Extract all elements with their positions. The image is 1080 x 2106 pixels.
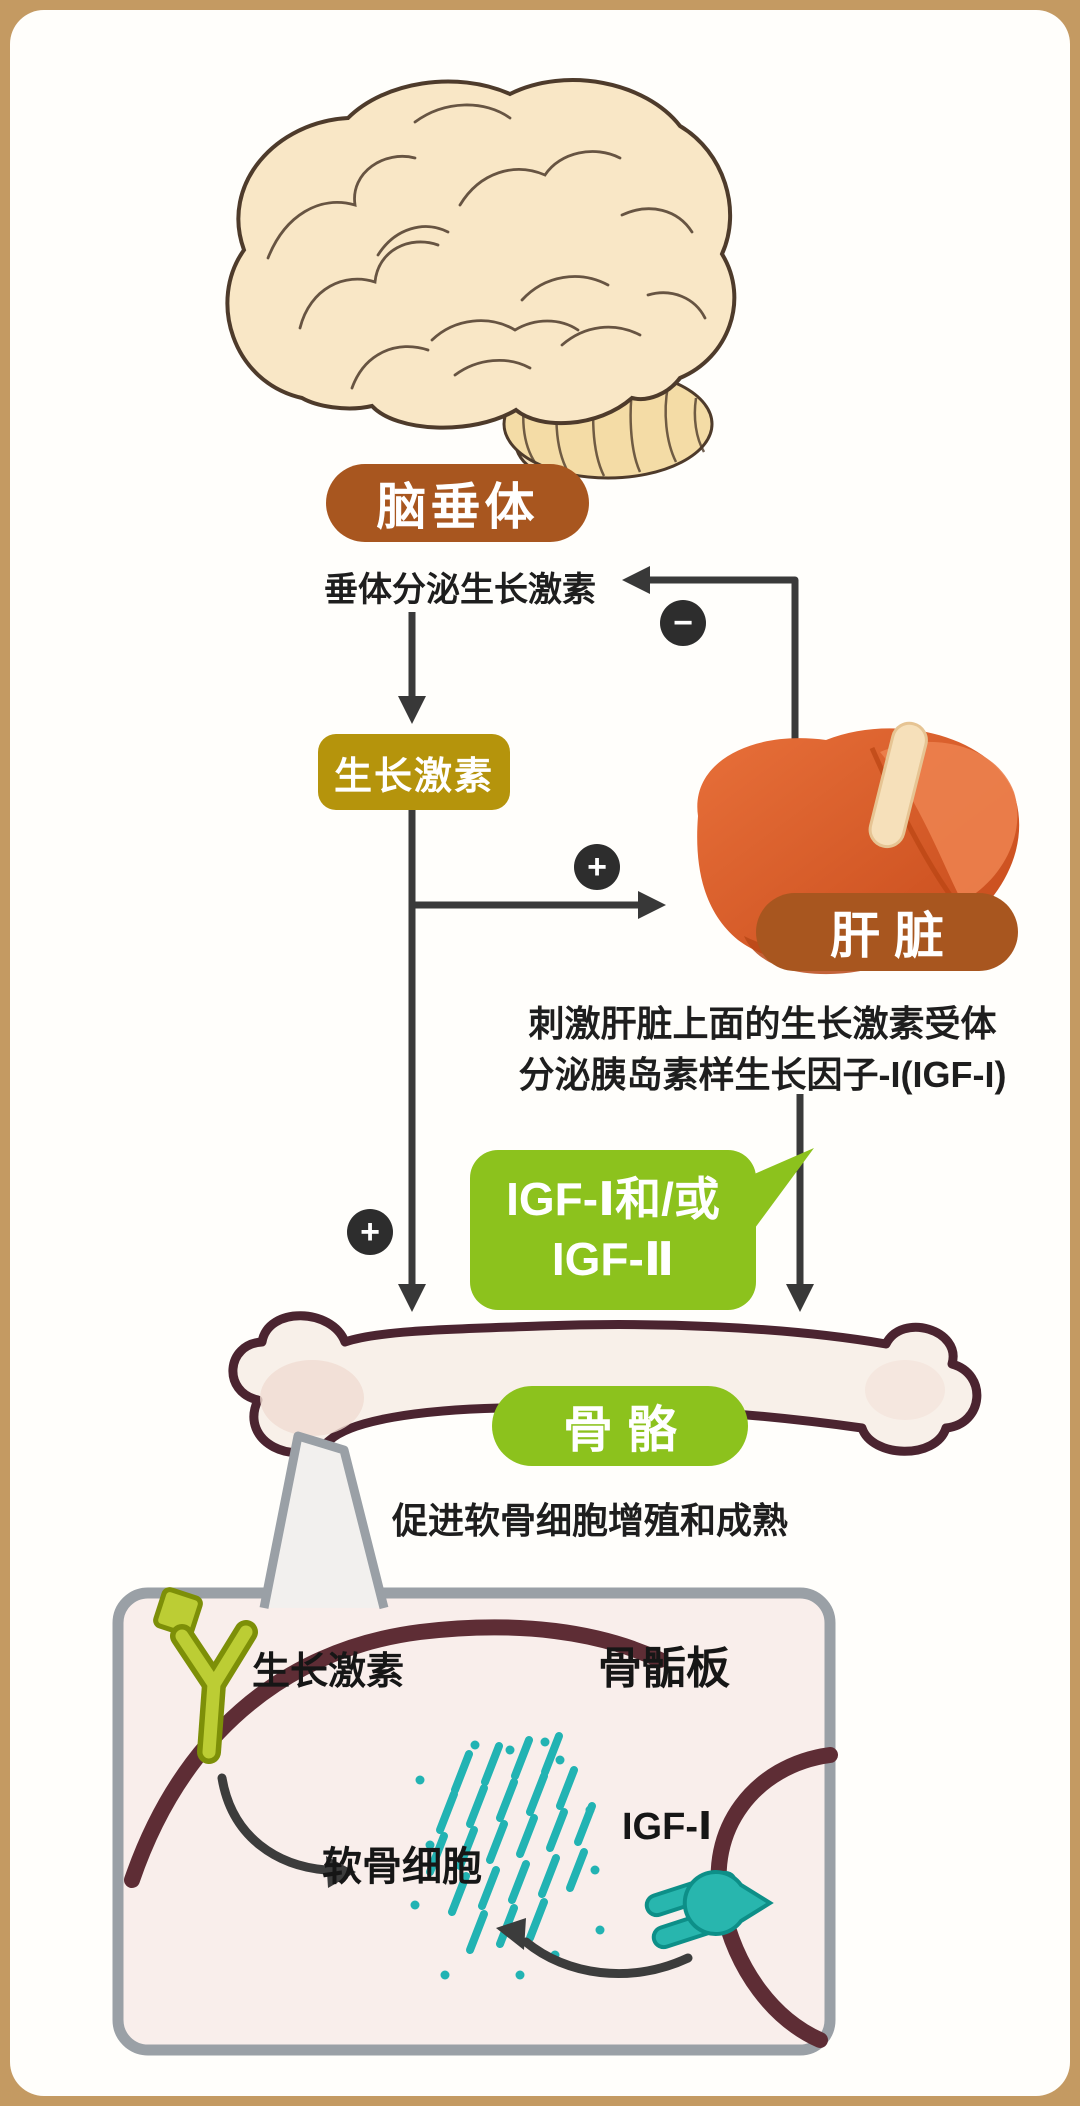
- brain-illustration: [225, 78, 737, 480]
- arrow-igf-to-chondrocyte-head: [496, 1918, 526, 1950]
- brain-gyri-lines: [266, 103, 707, 390]
- inset-igf-label: IGF-Ⅰ: [622, 1806, 713, 1848]
- flow-arrowheads: [398, 566, 814, 1312]
- gallbladder-band: [868, 721, 928, 849]
- bone-caption: 促进软骨细胞增殖和成熟: [391, 1500, 788, 1541]
- magnifier-callout: [259, 1431, 389, 1610]
- igf-receptor-icon: [644, 1870, 774, 1950]
- igf-bubble-line1: IGF-Ⅰ和/或: [506, 1173, 720, 1226]
- arrow-igf-to-chondrocyte: [521, 1937, 693, 1978]
- igf-bubble-tail: [752, 1148, 814, 1232]
- liver-caption-line1: 刺激肝脏上面的生长激素受体: [528, 1003, 997, 1044]
- liver-badge: 肝脏: [756, 893, 1018, 971]
- plus-bone-icon: +: [347, 1209, 393, 1255]
- arrow-gh-to-chondrocyte-head: [326, 1856, 356, 1888]
- inset-growth-hormone-label: 生长激素: [252, 1651, 405, 1693]
- igf-bubble-line2: IGF-Ⅱ: [551, 1233, 675, 1285]
- liver-caption-line2: 分泌胰岛素样生长因子-I(IGF-I): [518, 1054, 1007, 1096]
- igf-bubble: IGF-Ⅰ和/或 IGF-Ⅱ: [470, 1150, 756, 1310]
- pituitary-caption: 垂体分泌生长激素: [324, 571, 596, 609]
- minus-feedback-icon: −: [660, 600, 706, 646]
- arrow-gh-to-chondrocyte: [217, 1773, 331, 1875]
- bone-badge: 骨骼: [492, 1386, 748, 1466]
- growth-hormone-molecule-icon: [153, 1587, 258, 1764]
- arrow-feedback-liver-to-pituitary: [650, 576, 799, 740]
- growth-plate-title: 骨骺板: [598, 1644, 730, 1693]
- plus-liver-icon: +: [574, 844, 620, 890]
- liver-caption: 刺激肝脏上面的生长激素受体 分泌胰岛素样生长因子-I(IGF-I): [500, 998, 1025, 1100]
- flow-arrows: [408, 576, 804, 1284]
- pituitary-badge: 脑垂体: [326, 464, 589, 542]
- chondrocyte-label: 软骨细胞: [322, 1845, 482, 1889]
- growth-plate-boundary-curve-left: [124, 1619, 668, 1888]
- bone-illustration: [228, 1311, 982, 1457]
- growth-hormone-badge: 生长激素: [318, 734, 510, 810]
- chondrocyte-cluster: [410, 1732, 605, 1980]
